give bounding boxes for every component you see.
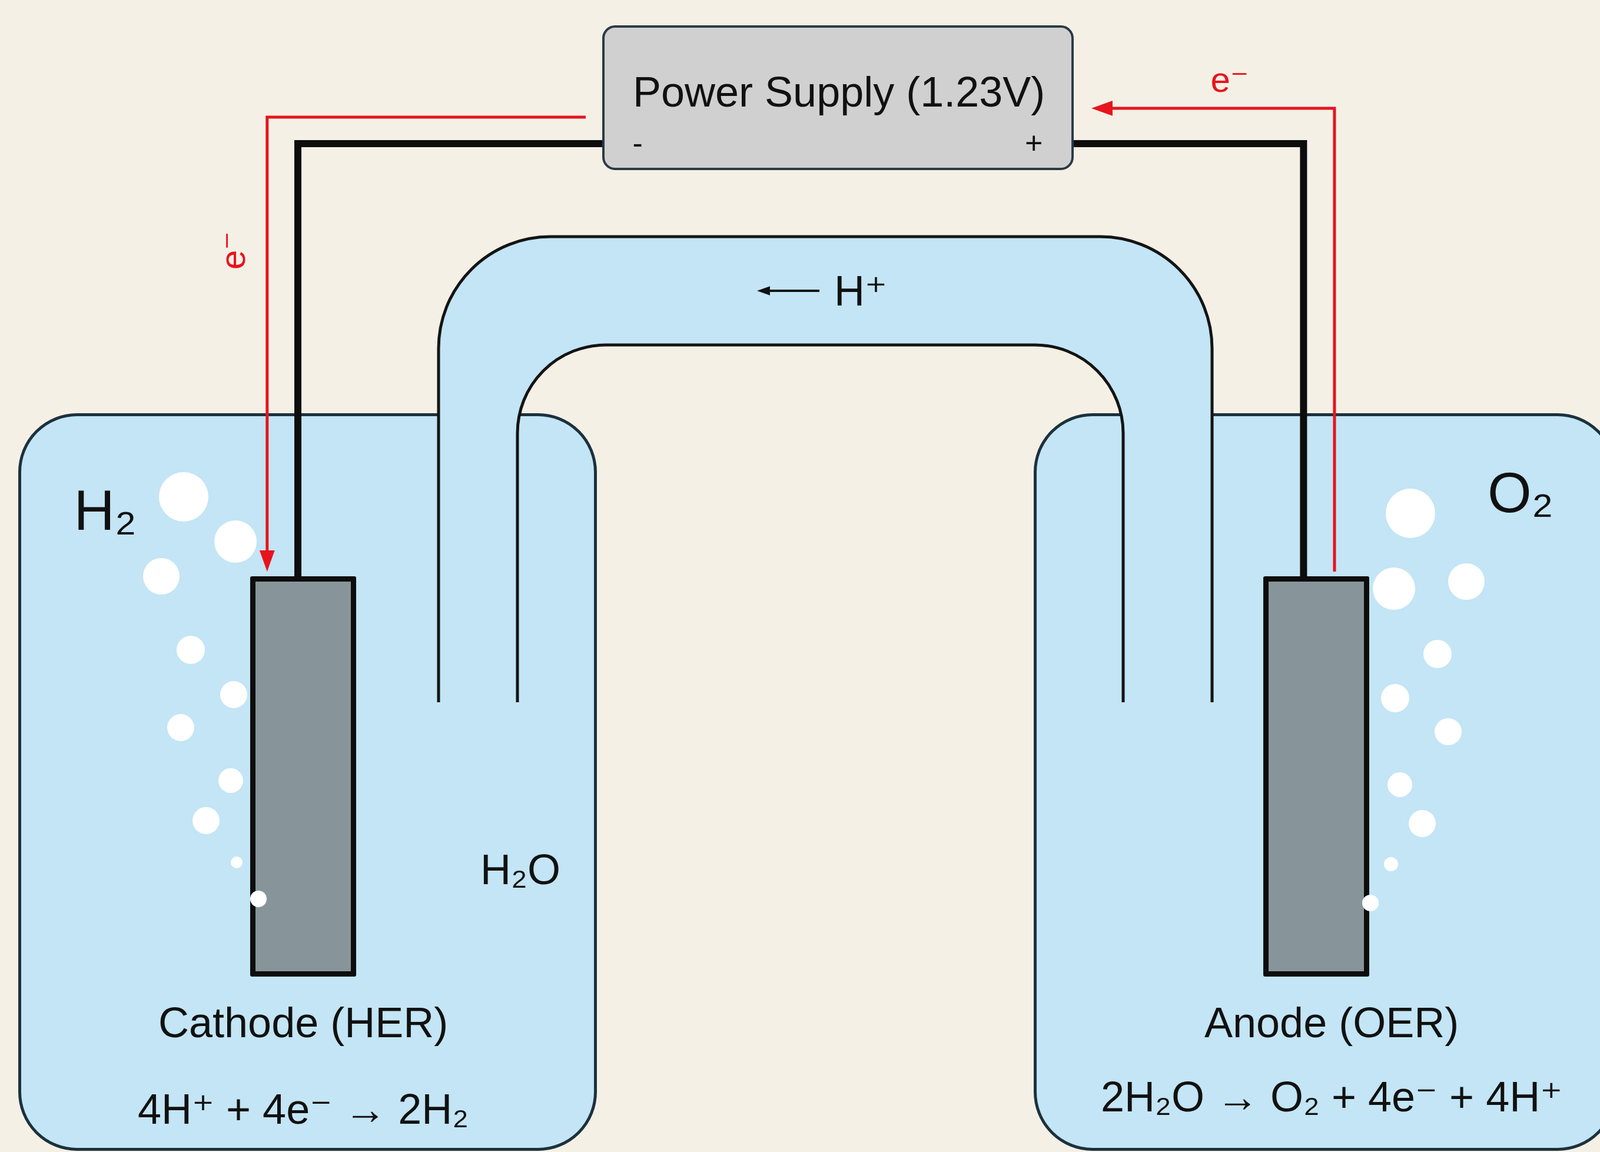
text-anchor: e⁻ <box>1210 59 1250 101</box>
anode-chamber: Anode (OER) O₂ 2H₂O → O₂ + 4e⁻ + 4H⁺ <box>1033 413 1600 1151</box>
supply-wire <box>297 143 603 577</box>
salt-bridge-fill <box>438 236 1213 436</box>
text-anchor: 4H⁺ + 4e⁻ → 2H₂ <box>137 1084 469 1134</box>
terminal-sign: + <box>1024 125 1043 162</box>
cathode-chamber: Cathode (HER) H₂ H₂O 4H⁺ + 4e⁻ → 2H₂ <box>18 413 597 1151</box>
water-label: H₂O <box>480 845 561 895</box>
text-anchor: Power Supply (1.23V) <box>632 67 1045 117</box>
salt-bridge-outer-wall <box>438 236 1213 703</box>
electrode-label: Anode (OER) <box>1204 998 1459 1048</box>
text-anchor: e⁻ <box>213 230 252 271</box>
text-anchor: - <box>632 125 643 162</box>
supply-wire <box>1073 143 1304 577</box>
cathode-electrode: Cathode (HER) <box>250 576 357 977</box>
gas-label: O₂ <box>1487 460 1554 526</box>
text-anchor: Cathode (HER) <box>158 998 448 1048</box>
ion-label: H⁺ <box>834 266 888 316</box>
electron-label: e⁻ <box>212 230 254 270</box>
supply-label: Power Supply (1.23V) <box>632 67 1045 117</box>
ion-flow-arrow <box>762 289 820 292</box>
half-reaction-equation: 4H⁺ + 4e⁻ → 2H₂ <box>137 1084 469 1134</box>
gas-bubbles <box>143 472 1485 912</box>
salt-bridge-inner-wall <box>517 344 1124 703</box>
text-anchor: Anode (OER) <box>1204 998 1459 1048</box>
half-reaction-equation: 2H₂O → O₂ + 4e⁻ + 4H⁺ <box>1100 1072 1563 1122</box>
terminal-sign: - <box>632 125 643 162</box>
text-anchor: 2H₂O → O₂ + 4e⁻ + 4H⁺ <box>1100 1072 1563 1122</box>
gas-label: H₂ <box>74 477 138 543</box>
electron-flow-arrow <box>267 117 586 560</box>
text-anchor: + <box>1024 125 1043 162</box>
text-anchor: O₂ <box>1487 460 1554 526</box>
electrode-label: Cathode (HER) <box>158 998 448 1048</box>
anode-electrode: Anode (OER) <box>1263 576 1370 977</box>
power-supply-box: Power Supply (1.23V) <box>602 25 1074 171</box>
electron-label: e⁻ <box>1210 59 1250 101</box>
text-anchor: H₂ <box>74 477 138 543</box>
text-anchor: H₂O <box>480 845 561 895</box>
electron-flow-arrow <box>1103 108 1335 572</box>
text-anchor: H⁺ <box>834 266 888 316</box>
connector-group <box>267 108 1335 577</box>
